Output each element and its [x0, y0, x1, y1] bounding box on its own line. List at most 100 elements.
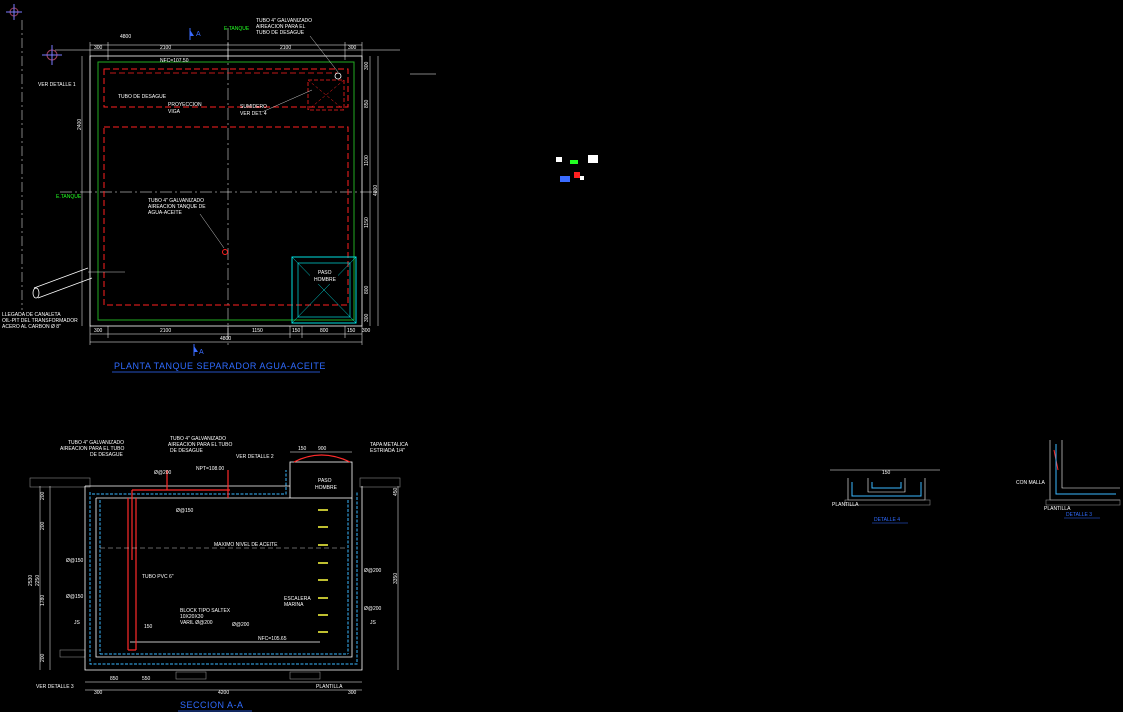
plan-dim-top-4: 300 [348, 45, 357, 51]
plan-tubo-galv-mid-2: AIREACION TANQUE DE [148, 204, 206, 210]
plan-dim-right-6: 300 [364, 313, 370, 322]
detalle-4-dim: 150 [882, 470, 891, 476]
plan-dim-bottom-5: 800 [320, 328, 329, 334]
plan-tubo-galv-top-2: AIREACION PARA EL [256, 24, 306, 30]
sec-dim-bottom-1: 300 [94, 690, 103, 696]
sec-tubo-galv-left-2: AIREACION PARA EL TUBO [60, 446, 124, 452]
sec-rebar-a: Ø@200 [154, 470, 172, 476]
sec-escalera-2: MARINA [284, 602, 304, 608]
plan-dim-right-4: 1150 [364, 217, 370, 228]
plan-dim-right-3: 1100 [364, 155, 370, 166]
sec-rebar-d: Ø@150 [66, 594, 84, 600]
plan-dim-bottom-2: 2100 [160, 328, 171, 334]
sec-tubo-galv-left-3: DE DESAGUE [90, 452, 123, 458]
detalle-4-plantilla: PLANTILLA [832, 502, 859, 508]
plan-llegada-2: OIL-PIT DEL TRANSFORMADOR [2, 318, 78, 324]
sec-npt-top: NPT=108.00 [196, 466, 224, 472]
section-title: SECCION A-A [180, 700, 244, 710]
plan-paso-hombre-2: HOMBRE [314, 277, 337, 283]
sec-tapa-metalica-2: ESTRIADA 1/4" [370, 448, 405, 454]
plan-dim-bottom-total: 4800 [220, 336, 231, 342]
section-marker-bottom-icon: A [193, 344, 204, 356]
stray-block-objects [556, 155, 598, 182]
axis-tanque-top: E.TANQUE [224, 26, 250, 32]
plan-dim-top-2: 2100 [160, 45, 171, 51]
sec-maximo-nivel: MAXIMO NIVEL DE ACEITE [214, 542, 278, 548]
sec-paso-hombre-2: HOMBRE [315, 485, 338, 491]
sec-tubo-galv-left-1: TUBO 4" GALVANIZADO [68, 440, 124, 446]
plan-tubo-galv-mid-1: TUBO 4" GALVANIZADO [148, 198, 204, 204]
detalle-3-note: CON MALLA [1016, 480, 1046, 486]
axis-tanque-left: E.TANQUE [56, 194, 82, 200]
detalle-3-plantilla: PLANTILLA [1044, 506, 1071, 512]
plan-paso-hombre-1: PASO [318, 270, 332, 276]
plan-dim-right-2: 850 [364, 99, 370, 108]
sec-dim-bottom-2: 850 [110, 676, 119, 682]
sec-js-right: JS [370, 620, 377, 626]
sec-dim-left-2: 2250 [35, 575, 41, 586]
detalle-4-title: DETALLE 4 [874, 517, 900, 523]
ladder-rungs [318, 509, 328, 633]
plan-view: A A E.TANQUE E.TANQUE 4800 300 2100 2100… [2, 18, 436, 373]
sec-dim-bottom-4: 4200 [218, 690, 229, 696]
sec-dim-bottom-3: 550 [142, 676, 151, 682]
plan-dim-bottom-7: 300 [362, 328, 371, 334]
plan-proyeccion-1: PROYECCION [168, 102, 202, 108]
sec-paso-hombre-1: PASO [318, 478, 332, 484]
sec-dim-right-2: 3350 [393, 573, 399, 584]
sec-dim-left-4: 1780 [40, 595, 46, 606]
detalle-3-title: DETALLE 3 [1066, 512, 1092, 518]
sec-dim-left-5: 200 [40, 521, 46, 530]
plan-dim-left: 2400 [77, 119, 83, 130]
sec-dim-left-1: 2530 [28, 575, 34, 586]
sec-dim-top-1: 150 [298, 446, 307, 452]
sec-tapa-metalica-1: TAPA METALICA [370, 442, 409, 448]
sec-js-left: JS [74, 620, 81, 626]
plan-nfc-label: NFC=107.50 [160, 58, 189, 64]
plan-dim-bottom-1: 300 [94, 328, 103, 334]
axis-marker-icon [42, 45, 62, 65]
sec-dim-left-6: 200 [40, 653, 46, 662]
plan-dim-right-total: 4800 [373, 185, 379, 196]
plan-tubo-desague: TUBO DE DESAGUE [118, 94, 167, 100]
plan-dim-top-3: 2100 [280, 45, 291, 51]
sec-block-3: VARIL Ø@200 [180, 620, 213, 626]
plan-sumidero-2: VER DET. 4 [240, 111, 267, 117]
plan-sumidero-1: SUMIDERO [240, 104, 267, 110]
section-marker-top-icon: A [189, 28, 201, 40]
sec-rebar-e: Ø@200 [364, 568, 382, 574]
plan-ver-detalle-1: VER DETALLE 1 [38, 82, 76, 88]
plan-dim-bottom-3: 1150 [252, 328, 263, 334]
plan-dim-right-5: 800 [364, 285, 370, 294]
plan-dim-overall-top: 4800 [120, 34, 131, 40]
plan-tubo-galv-top-1: TUBO 4" GALVANIZADO [256, 18, 312, 24]
plan-proyeccion-2: VIGA [168, 109, 181, 115]
plan-tubo-galv-mid-3: AGUA-ACEITE [148, 210, 183, 216]
sec-dim-left-3: 200 [40, 491, 46, 500]
plan-dim-right-1: 300 [364, 61, 370, 70]
sec-rebar-b: Ø@150 [176, 508, 194, 514]
sec-tubo-galv-center-3: DE DESAGUE [170, 448, 203, 454]
sec-block-1: BLOCK TIPO SALTEX [180, 608, 231, 614]
plan-tubo-galv-top-3: TUBO DE DESAGUE [256, 30, 305, 36]
sec-npt-bottom: NFC=105.65 [258, 636, 287, 642]
sec-plantilla: PLANTILLA [316, 684, 343, 690]
sec-ver-detalle-2: VER DETALLE 2 [236, 454, 274, 460]
sec-dim-bottom-5: 300 [348, 690, 357, 696]
sec-rebar-c: Ø@150 [66, 558, 84, 564]
section-marker-bottom-label: A [199, 349, 204, 356]
sec-tubo-galv-center-1: TUBO 4" GALVANIZADO [170, 436, 226, 442]
plan-title: PLANTA TANQUE SEPARADOR AGUA-ACEITE [114, 361, 326, 371]
sec-rebar-f: Ø@200 [364, 606, 382, 612]
plan-dim-bottom-4: 150 [292, 328, 301, 334]
sec-ver-detalle-3: VER DETALLE 3 [36, 684, 74, 690]
plan-llegada-1: LLEGADA DE CANALETA [2, 312, 61, 318]
plan-dims-right: 300 850 1100 1150 800 300 4800 [364, 61, 379, 322]
sec-tubo-pvc: TUBO PVC 6" [142, 574, 174, 580]
sec-dim-top-2: 900 [318, 446, 327, 452]
sec-block-2: 10X20X30 [180, 614, 204, 620]
detail-4: 150 PLANTILLA DETALLE 4 [830, 469, 940, 524]
plan-llegada-3: ACERO AL CARBON Ø 8" [2, 324, 61, 330]
sec-dim-small: 150 [144, 624, 153, 630]
